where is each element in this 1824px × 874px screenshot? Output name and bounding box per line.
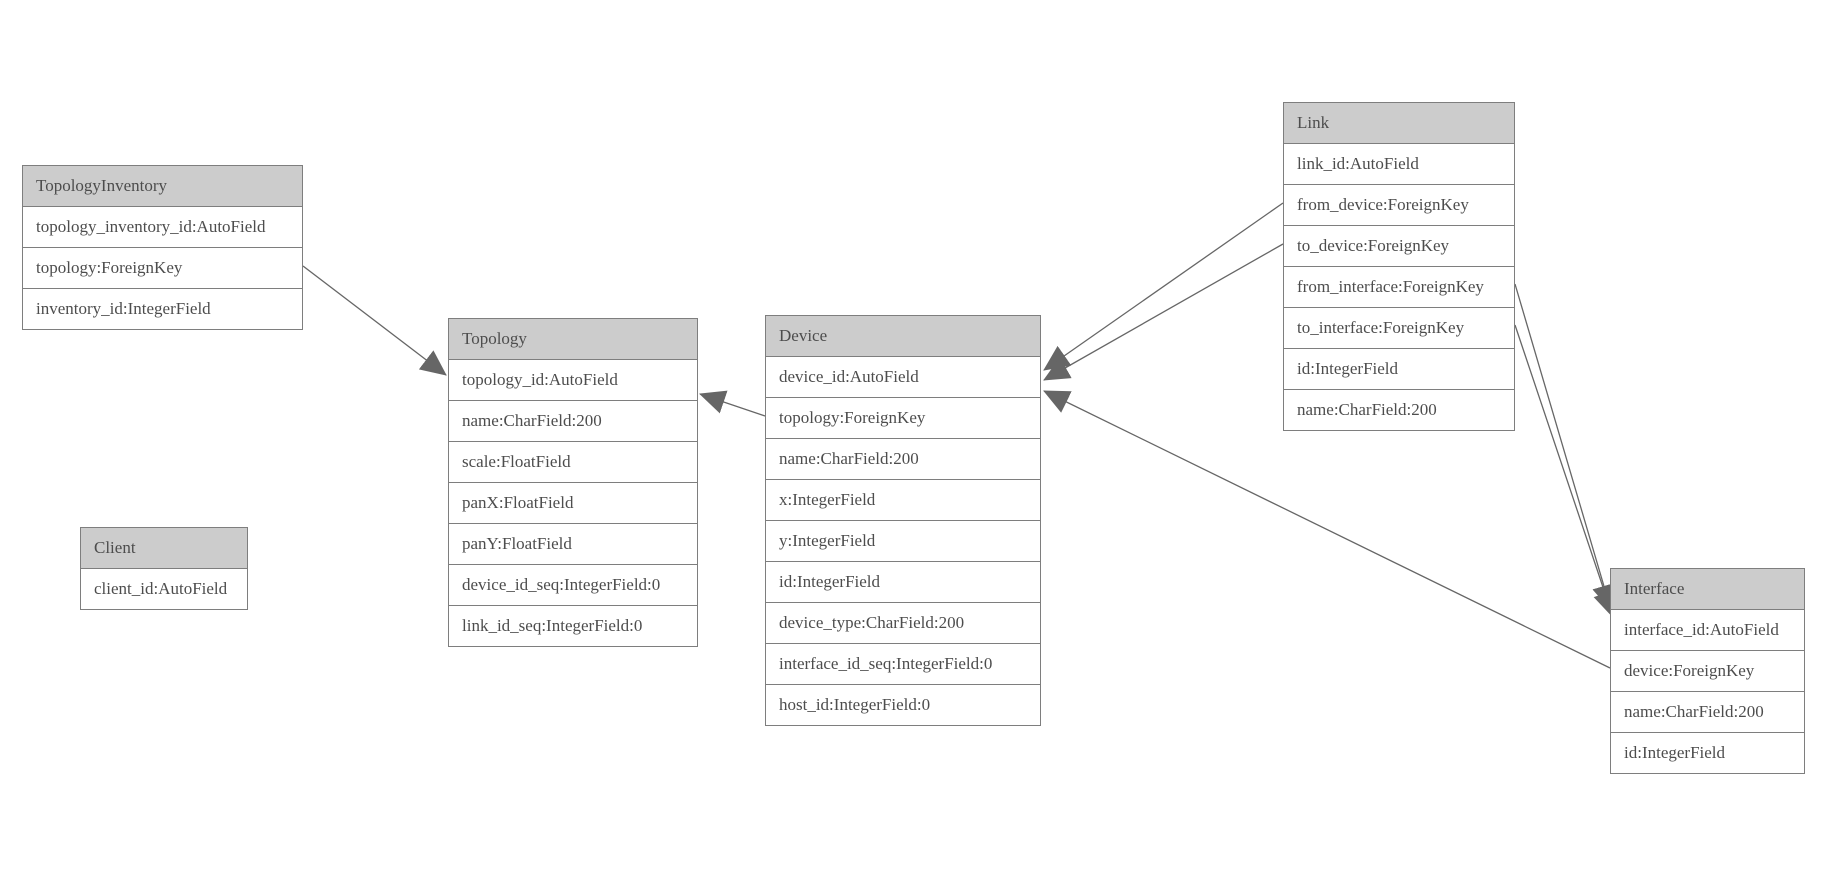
edge-link-to-interface — [1514, 324, 1617, 618]
entity-device-title[interactable]: Device — [766, 316, 1040, 356]
entity-topology-inventory-field-topology: topology:ForeignKey — [23, 247, 302, 288]
edge-device-topology — [699, 390, 766, 417]
entity-interface-field-id: id:IntegerField — [1611, 732, 1804, 773]
entity-topology-inventory-field-topology_inventory_id: topology_inventory_id:AutoField — [23, 206, 302, 247]
entity-topology-title[interactable]: Topology — [449, 319, 697, 359]
entity-topology-field-name: name:CharField:200 — [449, 400, 697, 441]
entity-topology-field-topology_id: topology_id:AutoField — [449, 359, 697, 400]
entity-client-title[interactable]: Client — [81, 528, 247, 568]
entity-topology-inventory-title[interactable]: TopologyInventory — [23, 166, 302, 206]
edge-link-from-interface — [1514, 283, 1616, 611]
entity-device-field-topology: topology:ForeignKey — [766, 397, 1040, 438]
entity-device-field-host_id: host_id:IntegerField:0 — [766, 684, 1040, 725]
entity-topology-field-device_id_seq: device_id_seq:IntegerField:0 — [449, 564, 697, 605]
entity-topology-field-panX: panX:FloatField — [449, 482, 697, 523]
entity-link-field-name: name:CharField:200 — [1284, 389, 1514, 430]
entity-link-field-link_id: link_id:AutoField — [1284, 143, 1514, 184]
entity-topology-field-link_id_seq: link_id_seq:IntegerField:0 — [449, 605, 697, 646]
entity-interface-field-interface_id: interface_id:AutoField — [1611, 609, 1804, 650]
entity-device-field-interface_id_seq: interface_id_seq:IntegerField:0 — [766, 643, 1040, 684]
entity-interface-title[interactable]: Interface — [1611, 569, 1804, 609]
entity-device-field-id: id:IntegerField — [766, 561, 1040, 602]
entity-topology-field-panY: panY:FloatField — [449, 523, 697, 564]
entity-link-field-to_device: to_device:ForeignKey — [1284, 225, 1514, 266]
edge-topologyinventory-topology — [302, 265, 447, 376]
edge-interface-device — [1043, 390, 1611, 669]
entity-client-field-client_id: client_id:AutoField — [81, 568, 247, 609]
entity-link-field-from_device: from_device:ForeignKey — [1284, 184, 1514, 225]
entity-link-field-id: id:IntegerField — [1284, 348, 1514, 389]
entity-link-field-from_interface: from_interface:ForeignKey — [1284, 266, 1514, 307]
entity-link-field-to_interface: to_interface:ForeignKey — [1284, 307, 1514, 348]
entity-interface-field-name: name:CharField:200 — [1611, 691, 1804, 732]
entity-link-title[interactable]: Link — [1284, 103, 1514, 143]
entity-topology-inventory-field-inventory_id: inventory_id:IntegerField — [23, 288, 302, 329]
entity-device-field-device_type: device_type:CharField:200 — [766, 602, 1040, 643]
entity-device-field-device_id: device_id:AutoField — [766, 356, 1040, 397]
entity-device-field-name: name:CharField:200 — [766, 438, 1040, 479]
entity-device-field-y: y:IntegerField — [766, 520, 1040, 561]
edge-link-to-device — [1043, 243, 1284, 381]
entity-interface-field-device: device:ForeignKey — [1611, 650, 1804, 691]
entity-device-field-x: x:IntegerField — [766, 479, 1040, 520]
edge-link-from-device — [1043, 202, 1284, 371]
entity-topology-field-scale: scale:FloatField — [449, 441, 697, 482]
